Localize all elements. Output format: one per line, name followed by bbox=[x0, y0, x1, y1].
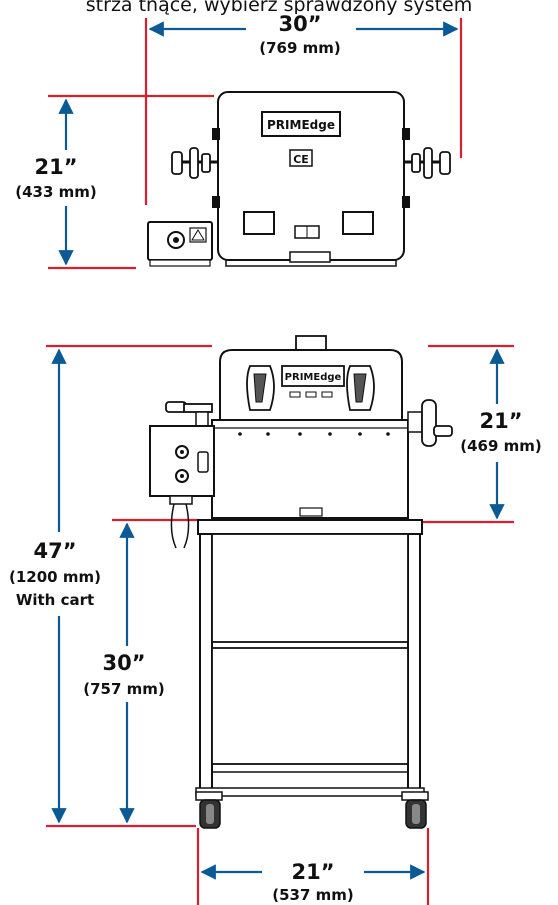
cart-height-main: 30” bbox=[102, 651, 145, 675]
total-height-main: 47” bbox=[33, 539, 76, 563]
top-control-box bbox=[147, 221, 213, 267]
cart-height-sub: (757 mm) bbox=[83, 680, 165, 698]
top-ce-mark: CE bbox=[293, 153, 309, 166]
top-ce-plate bbox=[289, 149, 313, 167]
side-brand-label: PRIMEdge bbox=[285, 372, 342, 383]
top-handwheel-left bbox=[171, 147, 218, 179]
side-machine-base bbox=[211, 419, 409, 519]
total-height-sub: (1200 mm) bbox=[9, 568, 101, 586]
top-window-left bbox=[243, 211, 275, 235]
top-width-main: 30” bbox=[278, 12, 321, 36]
top-brand-plate bbox=[261, 111, 341, 137]
side-view: 47” (1200 mm) With cart 30” (757 mm) 21”… bbox=[0, 335, 558, 905]
caster-left bbox=[195, 791, 223, 829]
side-cart bbox=[195, 519, 425, 797]
top-height-main: 21” bbox=[34, 155, 77, 179]
top-handwheel-right bbox=[404, 147, 451, 179]
side-control-box bbox=[149, 425, 215, 549]
side-brand-plate bbox=[281, 365, 345, 387]
top-brand-label: PRIMEdge bbox=[267, 118, 335, 132]
top-width-sub: (769 mm) bbox=[259, 39, 341, 57]
machine-height-sub: (469 mm) bbox=[460, 437, 542, 455]
header-text: strza tnące, wybierz sprawdzony system bbox=[85, 0, 473, 16]
top-view: 30” (769 mm) 21” (433 mm) PRIMEdge CE bbox=[8, 12, 463, 270]
side-roller-left bbox=[246, 365, 275, 411]
top-window-right bbox=[342, 211, 374, 235]
machine-height-main: 21” bbox=[479, 409, 522, 433]
total-height-note: With cart bbox=[16, 591, 94, 609]
cart-width-main: 21” bbox=[291, 860, 334, 884]
side-roller-right bbox=[346, 365, 375, 411]
caster-right bbox=[401, 791, 429, 829]
top-height-sub: (433 mm) bbox=[15, 183, 97, 201]
cart-width-sub: (537 mm) bbox=[272, 886, 354, 904]
side-handwheel-right bbox=[407, 399, 453, 447]
